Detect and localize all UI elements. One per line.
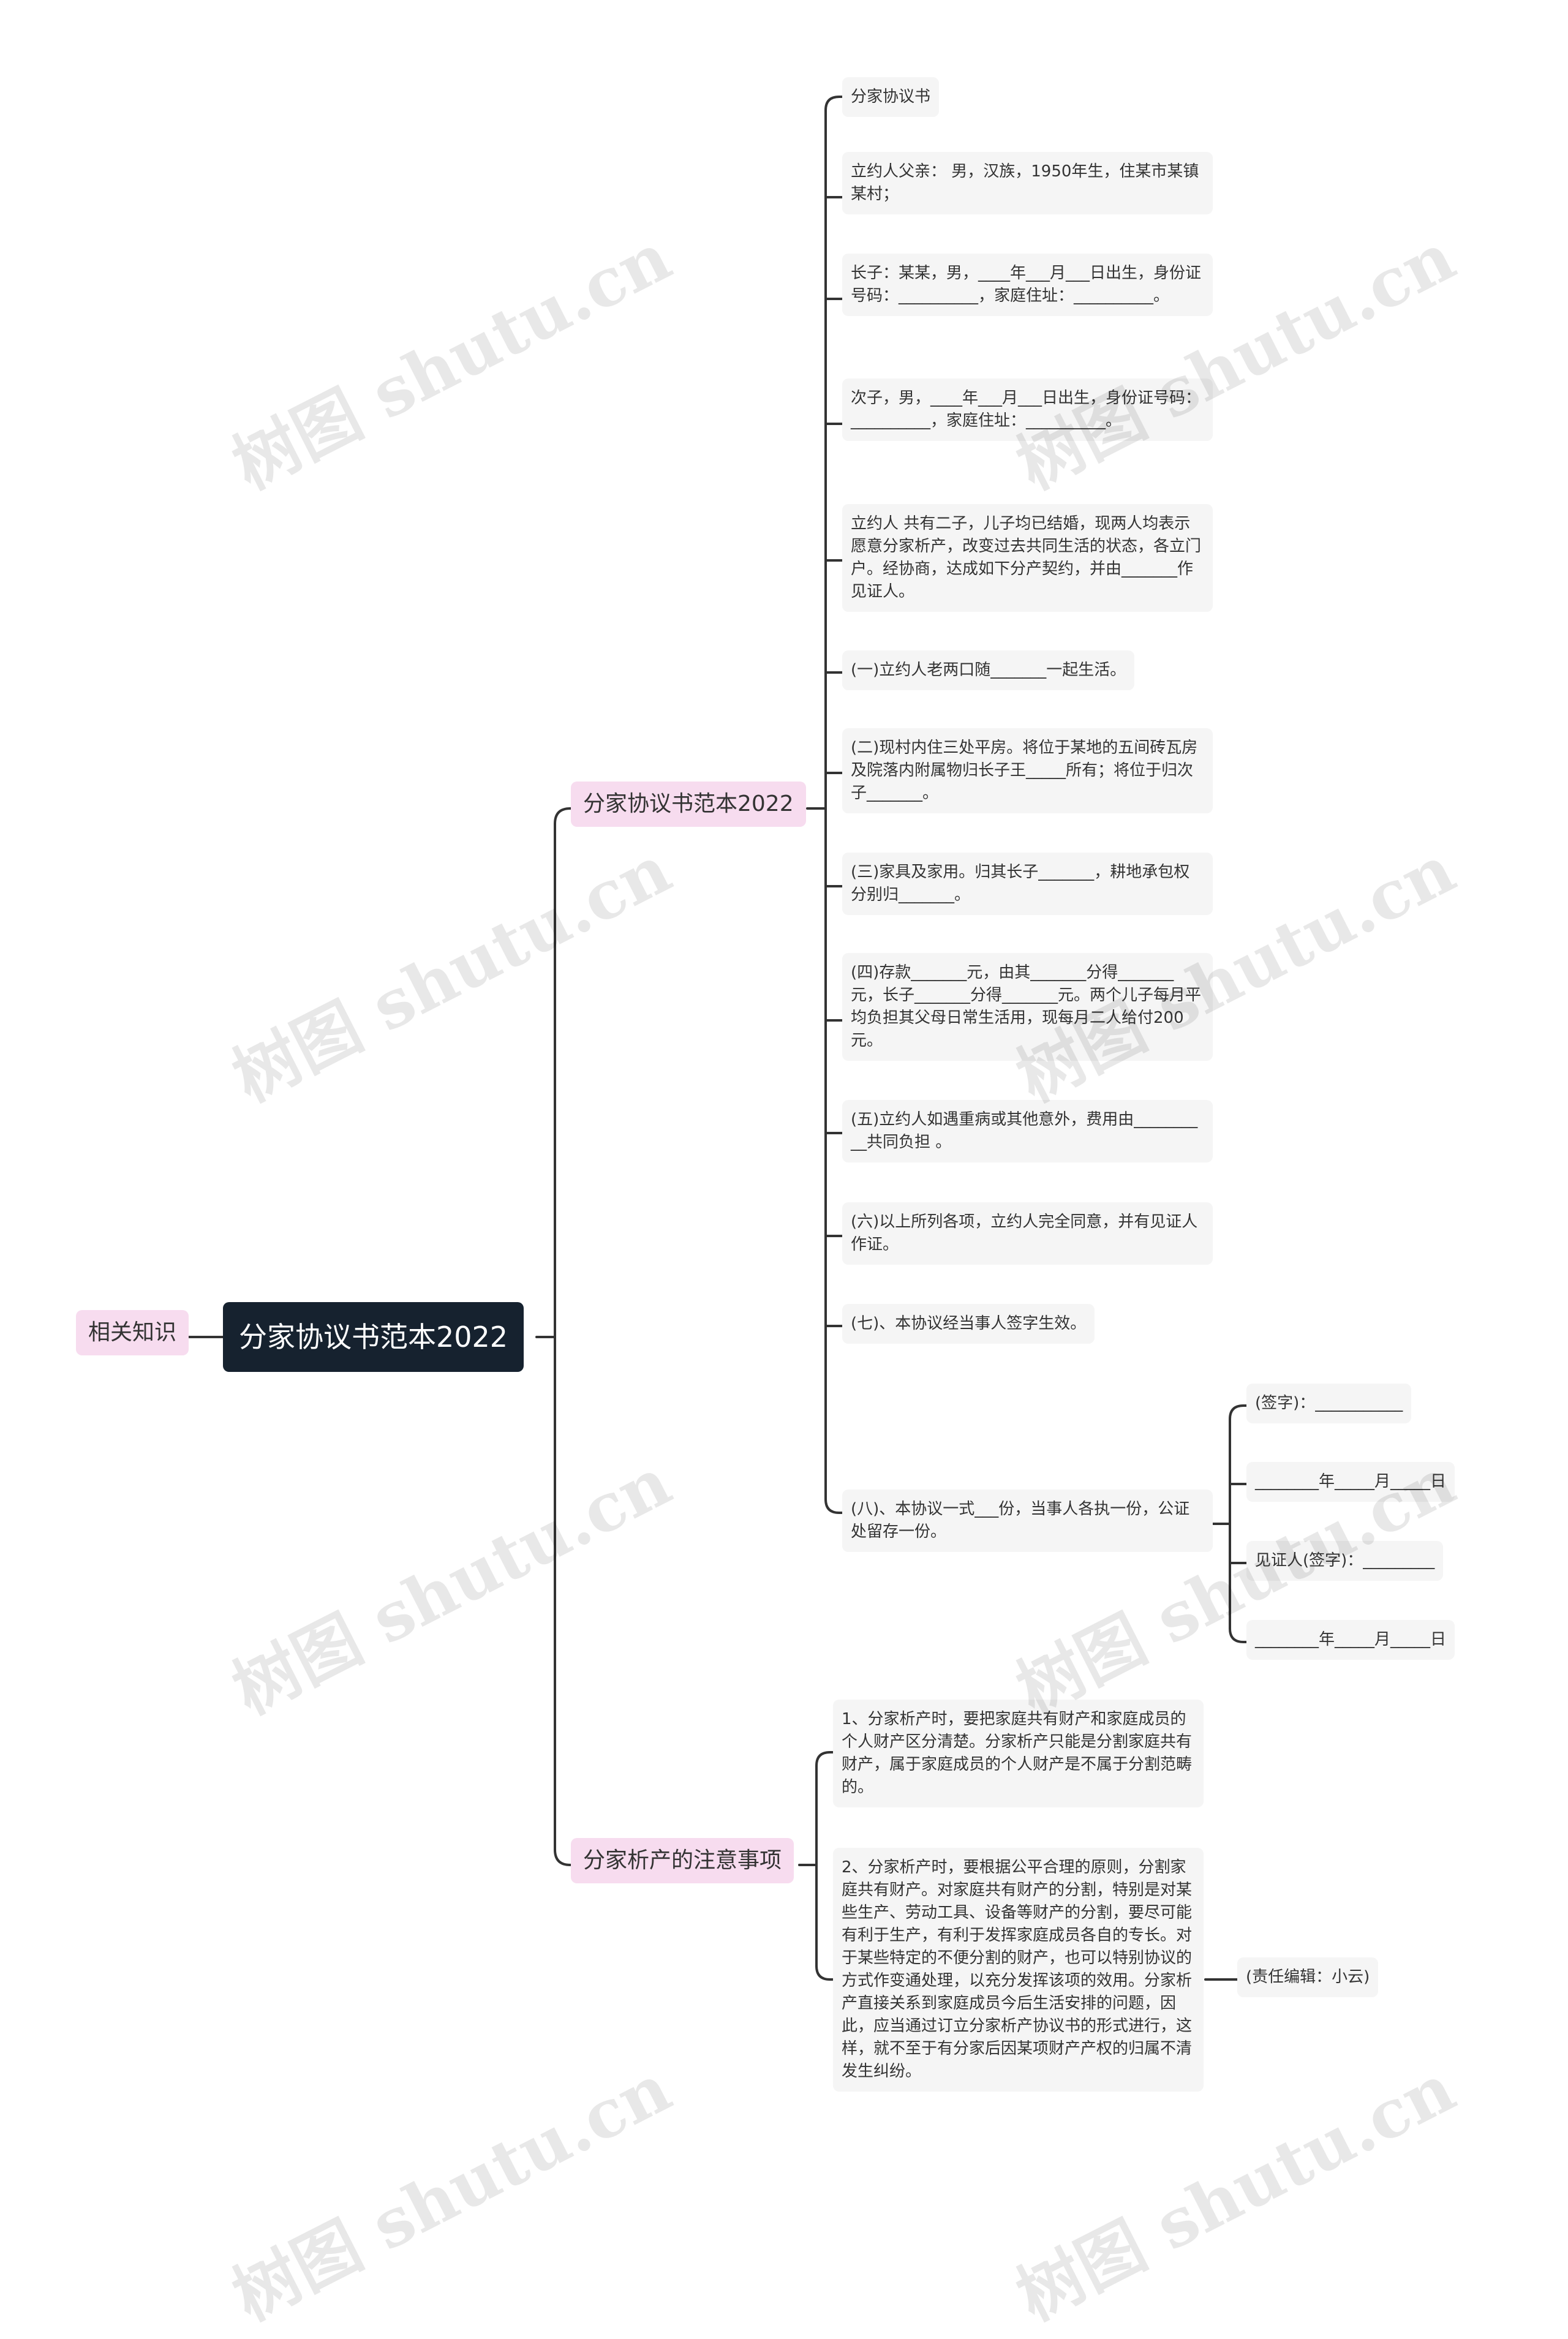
leaf-parties[interactable]: 立约人 共有二子，儿子均已结婚，现两人均表示愿意分家析产，改变过去共同生活的状态… — [842, 504, 1213, 612]
leaf-second-son[interactable]: 次子，男，____年___月___日出生，身份证号码：__________，家庭… — [842, 379, 1213, 441]
leaf-witness-signature[interactable]: 见证人(签字)：_________ — [1246, 1541, 1444, 1581]
leaf-signature[interactable]: (签字)：___________ — [1246, 1384, 1412, 1423]
leaf-title[interactable]: 分家协议书 — [842, 77, 940, 117]
leaf-clause-6[interactable]: (六)以上所列各项，立约人完全同意，并有见证人作证。 — [842, 1202, 1213, 1265]
branch-agreement-template[interactable]: 分家协议书范本2022 — [571, 782, 806, 827]
root-node[interactable]: 分家协议书范本2022 — [223, 1302, 524, 1372]
leaf-date-1[interactable]: ________年_____月_____日 — [1246, 1462, 1455, 1502]
related-knowledge-node[interactable]: 相关知识 — [76, 1310, 189, 1355]
leaf-precaution-2[interactable]: 2、分家析产时，要根据公平合理的原则，分割家庭共有财产。对家庭共有财产的分割，特… — [833, 1848, 1204, 2092]
leaf-father[interactable]: 立约人父亲： 男，汉族，1950年生，住某市某镇某村； — [842, 152, 1213, 214]
leaf-clause-8[interactable]: (八)、本协议一式___份，当事人各执一份，公证处留存一份。 — [842, 1490, 1213, 1552]
connector-lines — [187, 96, 1248, 1981]
leaf-clause-5[interactable]: (五)立约人如遇重病或其他意外，费用由__________共同负担 。 — [842, 1100, 1213, 1162]
leaf-clause-3[interactable]: (三)家具及家用。归其长子_______，耕地承包权分别归_______。 — [842, 853, 1213, 915]
leaf-clause-2[interactable]: (二)现村内住三处平房。将位于某地的五间砖瓦房及院落内附属物归长子王_____所… — [842, 728, 1213, 813]
leaf-date-2[interactable]: ________年_____月_____日 — [1246, 1620, 1455, 1660]
leaf-precaution-1[interactable]: 1、分家析产时，要把家庭共有财产和家庭成员的个人财产区分清楚。分家析产只能是分割… — [833, 1700, 1204, 1807]
leaf-editor[interactable]: (责任编辑：小云) — [1237, 1957, 1379, 1997]
leaf-clause-7[interactable]: (七)、本协议经当事人签字生效。 — [842, 1304, 1095, 1344]
leaf-clause-1[interactable]: (一)立约人老两口随_______一起生活。 — [842, 650, 1135, 690]
leaf-eldest-son[interactable]: 长子：某某，男，____年___月___日出生，身份证号码：__________… — [842, 254, 1213, 316]
branch-precautions[interactable]: 分家析产的注意事项 — [571, 1838, 794, 1883]
leaf-clause-4[interactable]: (四)存款_______元，由其_______分得_______元，长子____… — [842, 953, 1213, 1061]
